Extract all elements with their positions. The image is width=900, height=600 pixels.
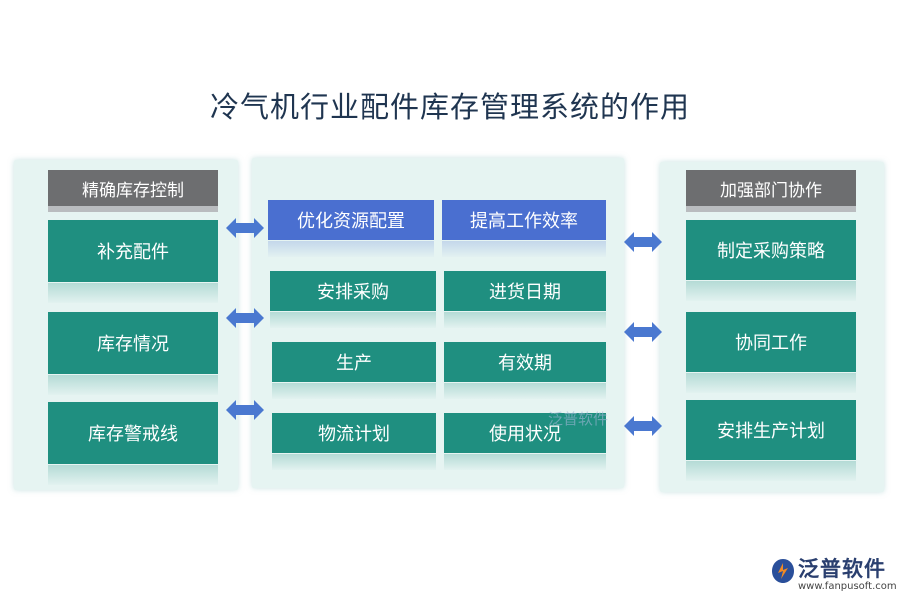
middle-box-arrange-purchase-reflection — [270, 312, 436, 328]
right-header: 加强部门协作 — [686, 170, 856, 212]
left-header: 精确库存控制 — [48, 170, 218, 212]
double-arrow-icon — [624, 322, 662, 342]
middle-box-optimize-resources-reflection — [268, 241, 434, 257]
double-arrow-icon — [624, 416, 662, 436]
middle-box-logistics-plan-reflection — [272, 454, 436, 470]
middle-box-production-reflection — [272, 383, 436, 399]
middle-box-improve-efficiency-reflection — [442, 241, 606, 257]
middle-box-validity-reflection — [444, 383, 606, 399]
middle-box-receipt-date: 进货日期 — [444, 271, 606, 311]
left-item-replenish: 补充配件 — [48, 220, 218, 282]
middle-box-production: 生产 — [272, 342, 436, 382]
right-item-collaboration: 协同工作 — [686, 312, 856, 372]
middle-box-receipt-date-reflection — [444, 312, 606, 328]
right-item-purchase-strategy-reflection — [686, 281, 856, 301]
brand-logo-icon — [772, 559, 794, 583]
left-item-alert-line-reflection — [48, 465, 218, 485]
brand-name: 泛普软件 — [798, 557, 886, 581]
left-item-replenish-reflection — [48, 283, 218, 303]
left-item-alert-line: 库存警戒线 — [48, 402, 218, 464]
diagram-title: 冷气机行业配件库存管理系统的作用 — [209, 90, 690, 124]
right-item-purchase-strategy: 制定采购策略 — [686, 220, 856, 280]
middle-box-validity: 有效期 — [444, 342, 606, 382]
right-item-collaboration-reflection — [686, 373, 856, 393]
middle-box-optimize-resources: 优化资源配置 — [268, 200, 434, 240]
right-item-production-plan: 安排生产计划 — [686, 400, 856, 460]
middle-box-logistics-plan: 物流计划 — [272, 413, 436, 453]
double-arrow-icon — [624, 232, 662, 252]
brand-url: www.fanpusoft.com — [798, 581, 897, 592]
double-arrow-icon — [226, 308, 264, 328]
left-item-stock-status: 库存情况 — [48, 312, 218, 374]
middle-box-usage-status: 使用状况 — [444, 413, 606, 453]
double-arrow-icon — [226, 400, 264, 420]
middle-box-arrange-purchase: 安排采购 — [270, 271, 436, 311]
right-item-production-plan-reflection — [686, 461, 856, 481]
middle-box-usage-status-reflection — [444, 454, 606, 470]
center-watermark: 泛普软件 — [548, 410, 609, 428]
middle-box-improve-efficiency: 提高工作效率 — [442, 200, 606, 240]
left-item-stock-status-reflection — [48, 375, 218, 395]
double-arrow-icon — [226, 218, 264, 238]
brand-logo: 泛普软件 www.fanpusoft.com — [770, 553, 897, 597]
